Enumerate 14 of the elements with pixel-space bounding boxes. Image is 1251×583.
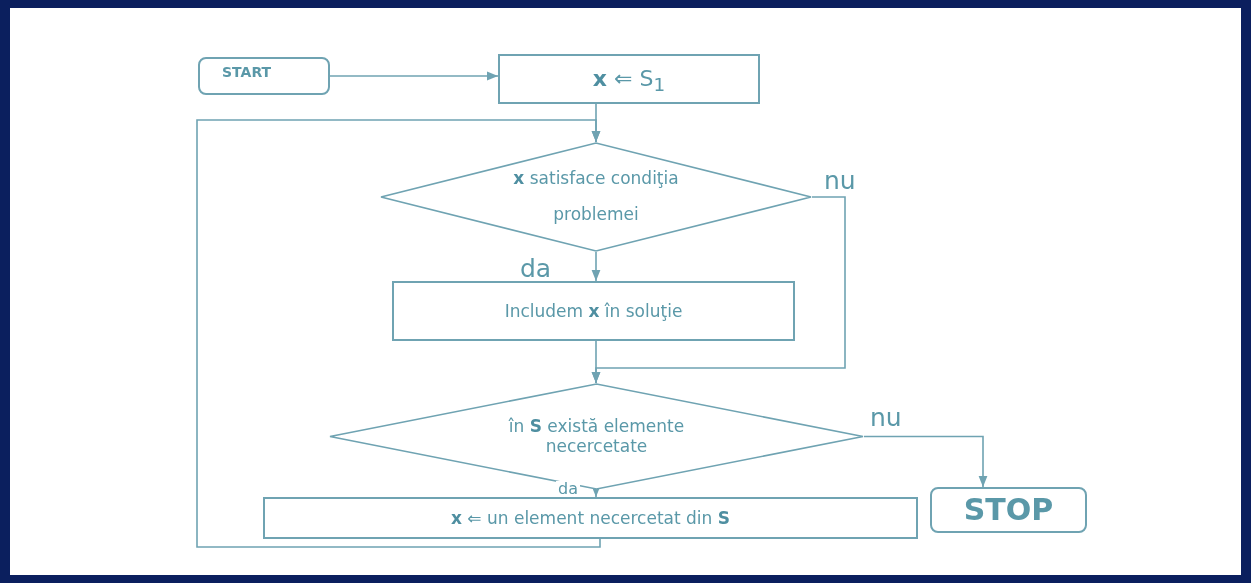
arrow bbox=[591, 340, 601, 384]
arrow bbox=[591, 251, 601, 282]
arrow bbox=[329, 71, 499, 81]
decision-diamond bbox=[380, 142, 812, 252]
process-box: x ⇐ S$_{1}$ bbox=[498, 54, 760, 104]
arrow bbox=[196, 119, 601, 548]
terminal-box: STOP bbox=[930, 487, 1087, 533]
arrow bbox=[863, 435, 988, 488]
edge-label: da bbox=[556, 481, 580, 497]
process-box: Includem x în soluţie bbox=[392, 281, 795, 341]
process-box: x ⇐ un element necercetat din S bbox=[263, 497, 918, 539]
terminal-box: START bbox=[198, 57, 330, 95]
decision-text: în S există elemente necercetate bbox=[507, 416, 686, 457]
decision-text: x satisface condiţia problemei bbox=[512, 167, 680, 226]
